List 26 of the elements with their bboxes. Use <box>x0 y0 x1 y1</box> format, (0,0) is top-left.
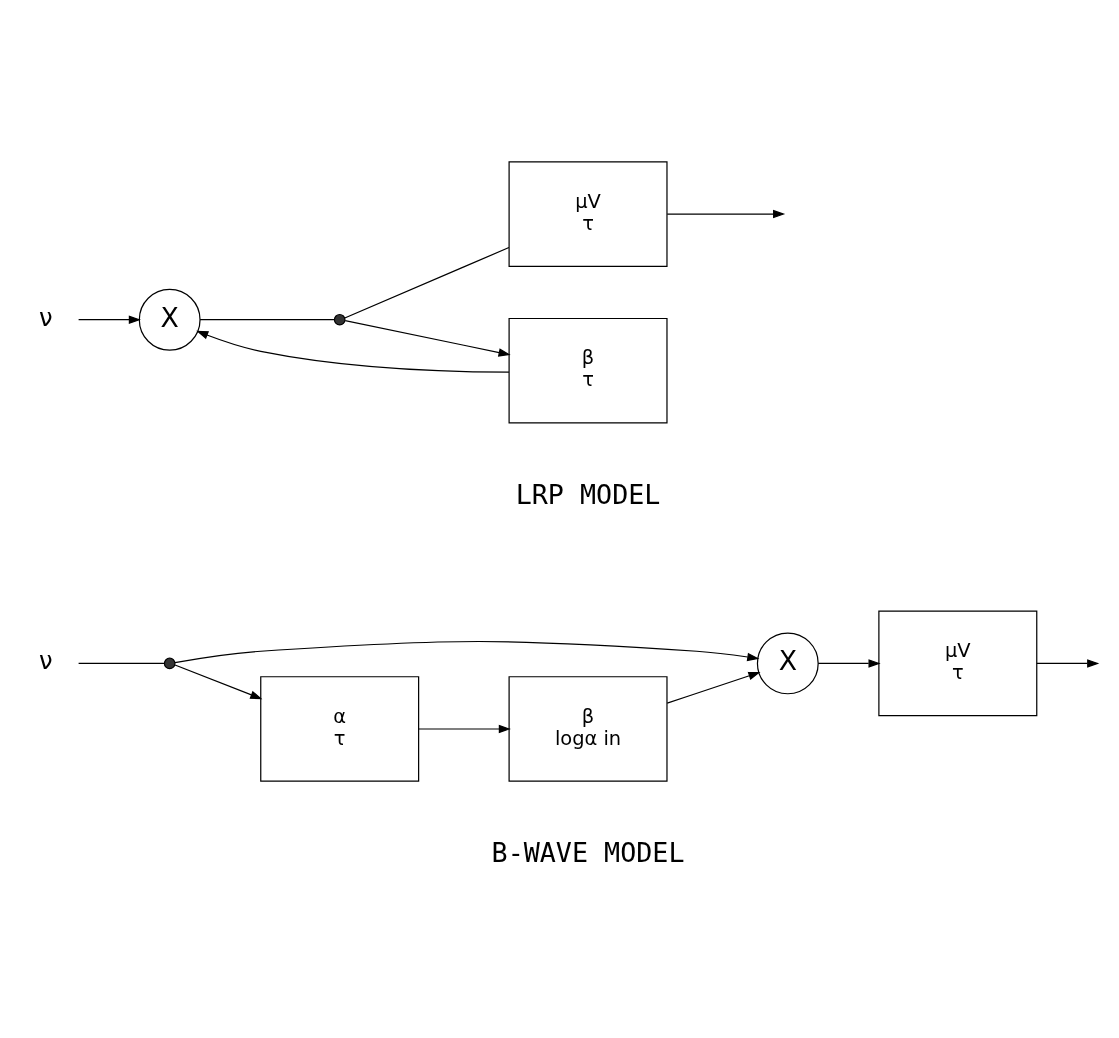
arrow <box>666 671 761 704</box>
connector <box>78 662 166 664</box>
arrow <box>174 640 760 663</box>
arrow <box>817 658 881 668</box>
arrow <box>78 314 141 324</box>
node-box: μV τ <box>508 160 668 267</box>
connector <box>199 318 335 320</box>
label: B-WAVE MODEL <box>491 836 685 868</box>
arrow <box>418 724 511 733</box>
arrow <box>666 209 786 218</box>
node-circle: X <box>138 288 201 351</box>
label: LRP MODEL <box>515 478 661 510</box>
arrow <box>1036 658 1100 668</box>
node-text: ν <box>39 645 53 675</box>
arrow <box>174 663 263 699</box>
node-box: β logα in <box>508 675 668 782</box>
node-box: α τ <box>260 675 420 782</box>
node-circle <box>163 657 176 669</box>
node-box: μV τ <box>878 610 1038 716</box>
node-box: β τ <box>508 317 668 424</box>
node-circle <box>333 313 346 326</box>
node-circle: X <box>756 631 819 694</box>
arrow <box>344 319 511 357</box>
connector <box>344 246 510 319</box>
arrow <box>196 330 510 373</box>
node-text: ν <box>39 302 53 332</box>
